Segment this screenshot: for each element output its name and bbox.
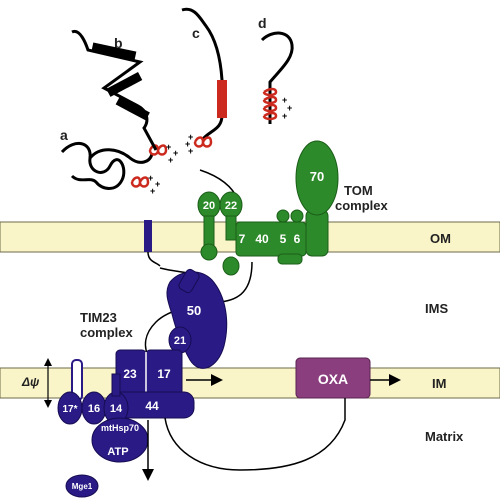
tom22-label: 22 xyxy=(225,200,237,212)
tim50-label: 50 xyxy=(187,303,201,318)
om-label: OM xyxy=(430,231,451,246)
tim14-stalk xyxy=(111,373,121,397)
precursor-b-label: b xyxy=(114,35,123,51)
precursor-d-charge: + xyxy=(287,103,292,113)
tom22-stalk xyxy=(225,215,237,241)
tom40-label: 40 xyxy=(255,232,269,246)
tom5-6-underside xyxy=(277,253,303,265)
tim17star-label: 17* xyxy=(62,404,77,415)
tom70-label: 70 xyxy=(310,169,324,184)
tom20-foot xyxy=(200,243,218,261)
matrix-to-oxa-chain xyxy=(164,398,346,471)
precursor-d-presequence xyxy=(262,87,278,121)
tom70 xyxy=(295,140,339,216)
tom70-stalk xyxy=(305,209,329,257)
precursor-a-chain-2 xyxy=(88,148,154,164)
precursor-d-charge: + xyxy=(282,95,287,105)
tim23-label: 23 xyxy=(123,367,137,381)
tom20-label: 20 xyxy=(203,200,215,212)
tom22-foot xyxy=(222,256,240,276)
precursor-d: d + + + xyxy=(258,15,294,124)
ims-label: IMS xyxy=(425,301,448,316)
precursor-b: b xyxy=(71,29,158,151)
tom-core xyxy=(235,221,307,257)
tim23-complex: TIM23 complex 50 21 23 17 44 17* 16 14 m… xyxy=(57,268,228,498)
precursor-a: a + + + + + + xyxy=(60,127,178,196)
precursor-d-chain xyxy=(260,31,294,124)
mge1-label: Mge1 xyxy=(72,482,93,491)
tom5-head xyxy=(276,209,290,223)
tim14-label: 14 xyxy=(110,403,123,415)
mge1 xyxy=(65,474,99,498)
om-inserted-protein xyxy=(144,220,152,252)
delta-psi-label: Δψ xyxy=(21,375,40,389)
matrix-label: Matrix xyxy=(425,429,464,444)
tom5-label: 5 xyxy=(280,232,287,246)
oxa-complex: OXA xyxy=(295,357,401,399)
precursor-a-charge: + xyxy=(173,148,178,158)
mthsp70-label: mtHsp70 xyxy=(101,423,139,433)
precursor-a-charge: + xyxy=(150,186,155,196)
tom7-label: 7 xyxy=(239,232,246,246)
precursor-c-charge: + xyxy=(188,146,193,156)
precursor-a-label: a xyxy=(60,127,68,143)
oxa-label: OXA xyxy=(318,371,348,387)
precursor-b-helix xyxy=(115,96,150,121)
tim23-complex-title: complex xyxy=(80,325,134,340)
precursor-c-label: c xyxy=(192,25,200,41)
precursor-c-presequence-helix xyxy=(217,80,227,118)
oxa xyxy=(295,357,371,399)
delta-psi-arrow-top xyxy=(44,358,52,366)
tim23-complex-title: TIM23 xyxy=(80,310,117,325)
precursor-a-charge: + xyxy=(148,173,153,183)
tim17-label: 17 xyxy=(157,367,171,381)
precursor-c: c + + + xyxy=(181,7,227,156)
tim50-upper xyxy=(178,268,200,294)
atp-label: ATP xyxy=(107,446,128,458)
precursor-c-charge: + xyxy=(188,132,193,142)
tim50 xyxy=(166,271,228,369)
precursor-d-charge: + xyxy=(282,111,287,121)
precursor-a-chain xyxy=(60,142,126,190)
precursor-a-presequence-2 xyxy=(130,176,150,188)
im-label: IM xyxy=(432,376,446,391)
delta-psi-arrow-bottom xyxy=(44,400,52,408)
inner-membrane xyxy=(0,367,500,399)
tom-complex-title: complex xyxy=(335,198,389,213)
precursor-b-helix xyxy=(106,72,143,97)
precursor-c-charge: + xyxy=(185,139,190,149)
precursor-a-presequence-1 xyxy=(148,144,168,156)
tom6-head xyxy=(290,209,304,223)
precursor-a-charge: + xyxy=(155,179,160,189)
tim16-label: 16 xyxy=(88,403,100,415)
precursor-a-charge: + xyxy=(168,155,173,165)
precursor-b-chain xyxy=(71,29,158,151)
tom-complex-title: TOM xyxy=(344,183,373,198)
tim44-label: 44 xyxy=(145,399,159,413)
precursor-c-coil xyxy=(193,136,213,148)
precursor-c-chain xyxy=(181,7,224,142)
precursor-d-label: d xyxy=(258,15,267,31)
membrane-potential-indicator: Δψ xyxy=(21,358,52,408)
precursor-b-helix xyxy=(91,42,137,61)
precursor-a-charge: + xyxy=(166,142,171,152)
om-protein-tail xyxy=(147,251,161,267)
tom-complex: TOM complex 70 20 22 7 40 5 6 xyxy=(197,140,389,276)
tim21-label: 21 xyxy=(174,335,186,347)
tom20-stalk xyxy=(203,215,215,249)
tom6-label: 6 xyxy=(294,232,301,246)
